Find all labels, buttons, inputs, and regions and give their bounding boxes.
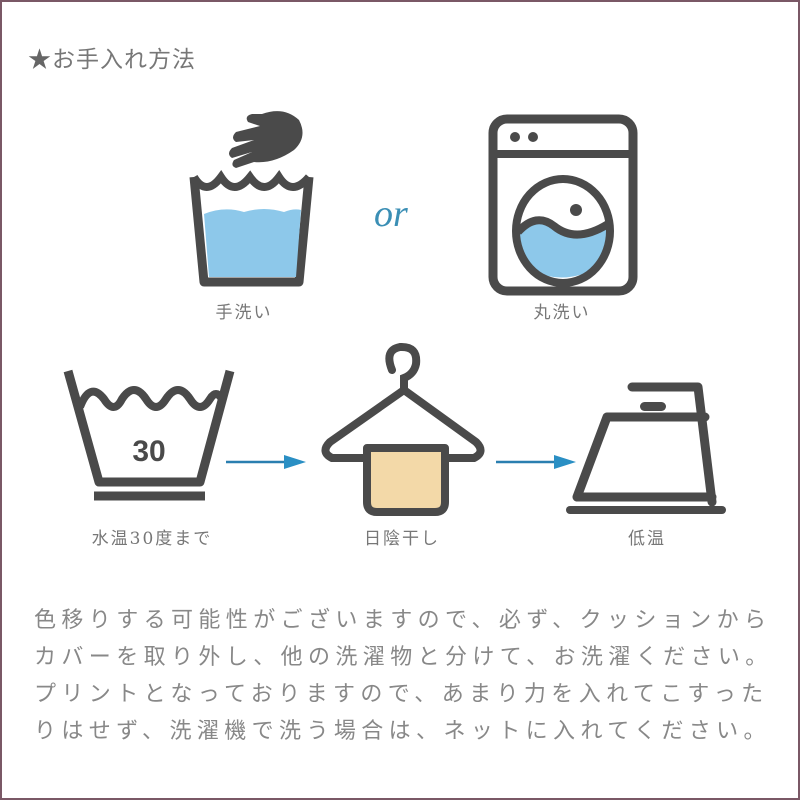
notice-line: カバーを取り外し、他の洗濯物と分けて、お洗濯ください。 [34, 645, 773, 670]
arrow-right-icon [496, 455, 576, 469]
hand-wash-label: 手洗い [215, 303, 273, 323]
temperature-value: 30 [132, 435, 165, 468]
care-notice: 色移りする可能性がございますので、必ず、クッションから カバーを取り外し、他の洗… [34, 602, 774, 750]
low-temp-iron-label: 低温 [628, 529, 666, 549]
shade-dry-label: 日陰干し [364, 529, 440, 549]
water-temp-label: 水温30度まで [91, 529, 213, 549]
page-title: ★お手入れ方法 [28, 40, 196, 74]
arrow-right-icon [226, 455, 306, 469]
hand-wash-icon [189, 111, 314, 287]
or-separator: or [374, 193, 408, 235]
washing-machine-icon [488, 114, 638, 296]
wash-tub-30-icon: 30 [63, 369, 235, 501]
machine-wash-label: 丸洗い [533, 303, 591, 323]
notice-line: 色移りする可能性がございますので、必ず、クッションから [34, 608, 772, 633]
star-icon: ★ [28, 47, 52, 73]
iron-low-icon [566, 382, 726, 514]
notice-line: プリントとなっておりますので、あまり力を入れてこすった [34, 682, 769, 707]
hanger-shade-dry-icon [321, 342, 485, 516]
notice-line: りはせず、洗濯機で洗う場合は、ネットに入れてください。 [34, 719, 771, 744]
title-text: お手入れ方法 [52, 47, 196, 73]
